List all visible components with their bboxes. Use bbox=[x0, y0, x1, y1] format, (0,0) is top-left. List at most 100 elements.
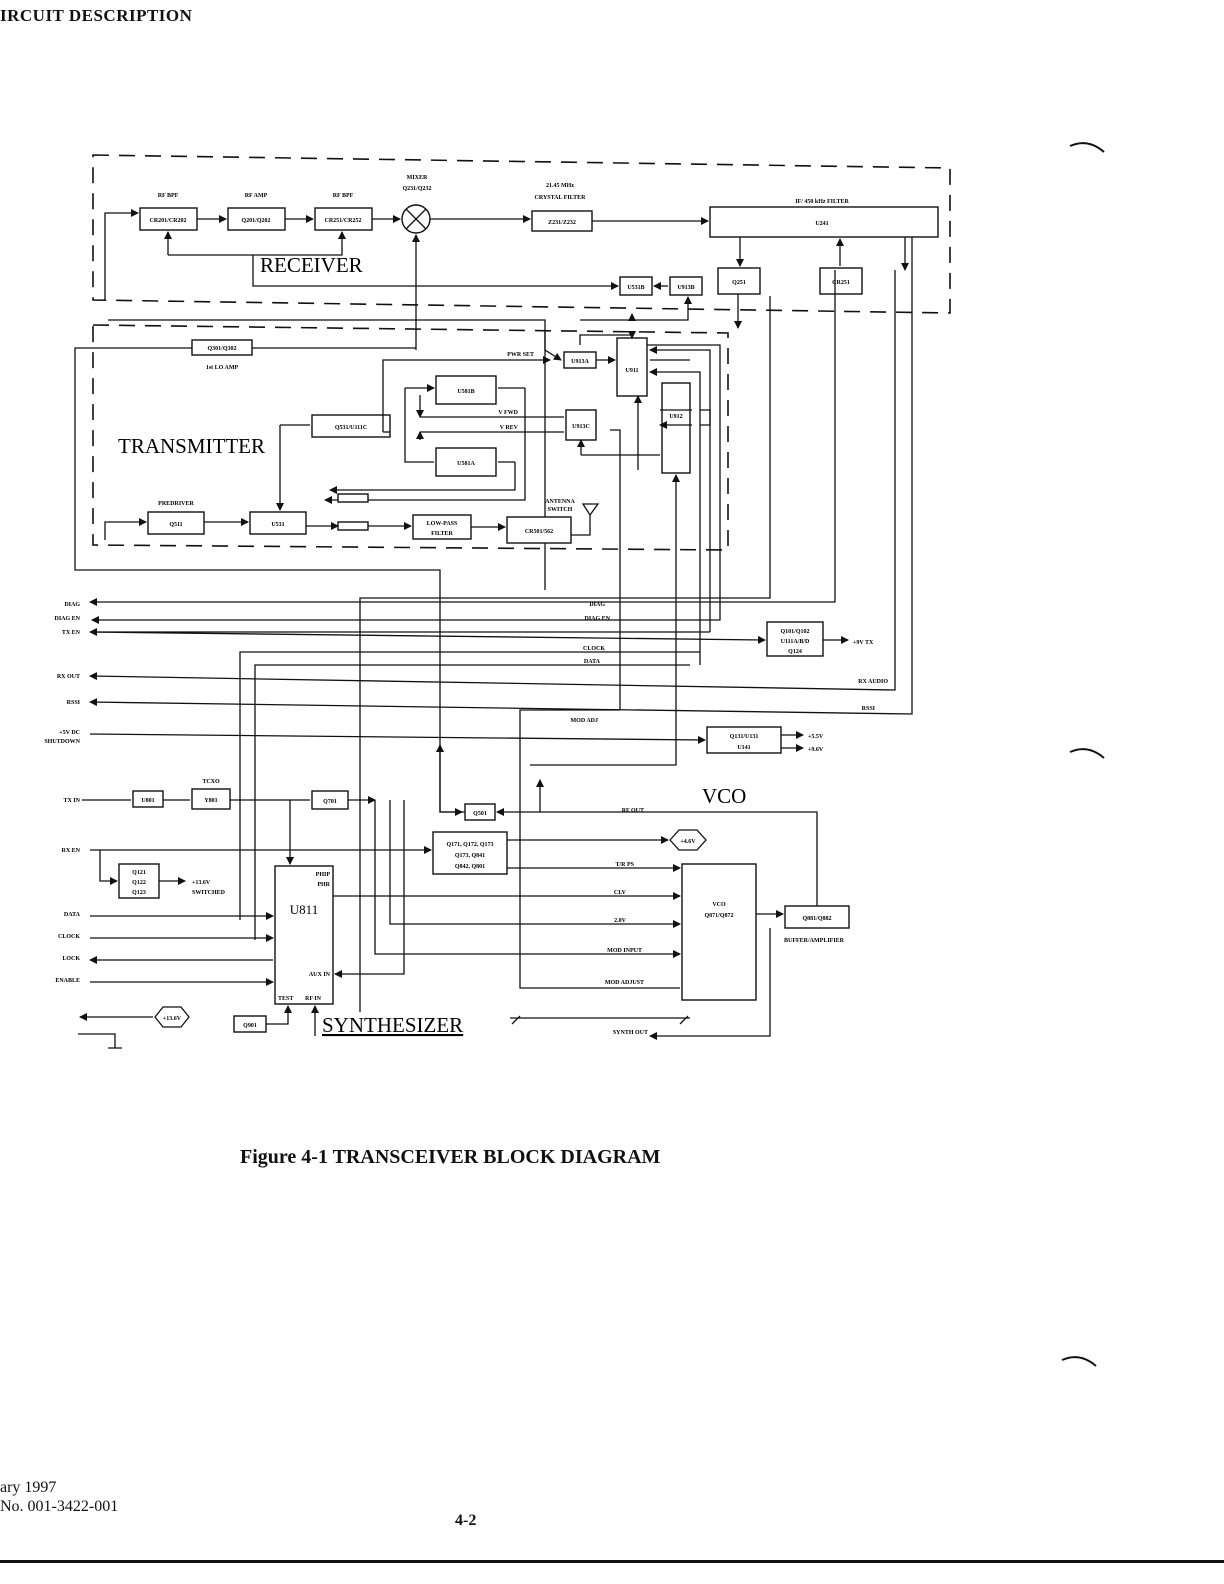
tr-ps-label: T/R PS bbox=[615, 862, 634, 868]
q121b-text: Q122 bbox=[132, 880, 146, 886]
cr501-text: CR501/562 bbox=[525, 529, 553, 535]
u913c-text: U913C bbox=[572, 424, 590, 430]
v20-label: 2.0V bbox=[614, 918, 627, 924]
synthesizer-title: SYNTHESIZER bbox=[322, 1013, 463, 1037]
u913b-text: U913B bbox=[677, 285, 694, 291]
synth-out-label: SYNTH OUT bbox=[613, 1030, 648, 1036]
v-rev-label: V REV bbox=[500, 425, 519, 431]
cr501-block bbox=[506, 516, 572, 544]
footer-rule bbox=[0, 1560, 1224, 1563]
u912-text: U912 bbox=[669, 414, 682, 420]
rf-bpf1-label: RF BPF bbox=[158, 193, 179, 199]
receiver-title: RECEIVER bbox=[260, 253, 363, 277]
q101-block bbox=[766, 621, 824, 657]
u581a-block bbox=[435, 447, 497, 477]
q701-text: Q701 bbox=[323, 799, 337, 805]
io-rx-out: RX OUT bbox=[57, 674, 80, 680]
q501-text: Q501 bbox=[473, 811, 487, 817]
page-number: 4-2 bbox=[455, 1512, 477, 1529]
margin-mark bbox=[1069, 748, 1105, 759]
predriver-label: PREDRIVER bbox=[158, 501, 194, 507]
u531b-text: U531B bbox=[627, 285, 644, 291]
q531-block bbox=[311, 414, 391, 438]
u241-block bbox=[709, 206, 939, 238]
io-enable: ENABLE bbox=[55, 978, 80, 984]
q531-text: Q531/U111C bbox=[335, 425, 367, 431]
cr251a-text: CR251/CR252 bbox=[325, 218, 362, 224]
u913a-text: U913A bbox=[571, 359, 589, 365]
io-data: DATA bbox=[64, 912, 81, 918]
test-label: TEST bbox=[278, 996, 293, 1002]
u811-text: U811 bbox=[290, 902, 318, 917]
v13-supply-symbol bbox=[154, 1006, 190, 1028]
footer-date: ary 1997 bbox=[0, 1479, 57, 1496]
q301-text: Q301/Q302 bbox=[207, 346, 236, 352]
u811-block bbox=[274, 865, 334, 1005]
io-diag-en: DIAG EN bbox=[54, 616, 80, 622]
q131-block bbox=[706, 726, 782, 754]
q251-block bbox=[717, 267, 761, 295]
cr251-block bbox=[819, 267, 863, 295]
vco-box-label: VCO bbox=[712, 902, 726, 908]
antenna-label: ANTENNA bbox=[545, 499, 575, 505]
low-pass-block bbox=[412, 514, 472, 540]
footer-left: ary 1997 No. 001-3422-001 bbox=[0, 1478, 118, 1516]
q171-block bbox=[432, 831, 508, 875]
diag-signal-label: DIAG bbox=[589, 602, 605, 608]
mod-input-label: MOD INPUT bbox=[607, 948, 642, 954]
u801-text: U801 bbox=[141, 798, 154, 804]
q201-text: Q201/Q202 bbox=[241, 218, 270, 224]
q511-block bbox=[147, 511, 205, 535]
low-pass-filter-label: FILTER bbox=[431, 531, 453, 537]
q131b-text: U141 bbox=[737, 745, 750, 751]
io-clock: CLOCK bbox=[58, 934, 80, 940]
phr-label: PHR bbox=[317, 882, 330, 888]
q121c-text: Q123 bbox=[132, 890, 146, 896]
mod-adjust-label: MOD ADJUST bbox=[605, 980, 644, 986]
io-shutdown: SHUTDOWN bbox=[44, 739, 80, 745]
q121a-text: Q121 bbox=[132, 870, 146, 876]
diag-en-signal-label: DIAG EN bbox=[584, 616, 610, 622]
coupler-upper bbox=[337, 493, 369, 503]
mod-adj-signal-label: MOD ADJ bbox=[571, 718, 599, 724]
clv-label: CLV bbox=[614, 890, 627, 896]
u913b-block bbox=[669, 276, 703, 296]
u241-text: U241 bbox=[815, 221, 828, 227]
u581b-block bbox=[435, 375, 497, 405]
page-header: IRCUIT DESCRIPTION bbox=[0, 6, 193, 25]
v13sw-label: +13.6V bbox=[192, 880, 211, 886]
v13-label: +13.6V bbox=[163, 1016, 182, 1022]
v-fwd-label: V FWD bbox=[498, 410, 518, 416]
transmitter-title: TRANSMITTER bbox=[118, 434, 265, 458]
q101b-text: U111A/B/D bbox=[781, 639, 810, 645]
margin-mark bbox=[1061, 1356, 1097, 1367]
io-5vdc: +5V DC bbox=[59, 730, 80, 736]
footer-doc-no: No. 001-3422-001 bbox=[0, 1498, 119, 1515]
io-tx-in: TX IN bbox=[63, 798, 80, 804]
q881-text: Q881/Q882 bbox=[802, 916, 831, 922]
io-rssi: RSSI bbox=[67, 700, 81, 706]
figure-caption: Figure 4-1 TRANSCEIVER BLOCK DIAGRAM bbox=[240, 1146, 661, 1168]
io-rx-en: RX EN bbox=[61, 848, 80, 854]
rx-audio-signal-label: RX AUDIO bbox=[858, 679, 888, 685]
vco-block bbox=[681, 863, 757, 1001]
phip-label: PHIP bbox=[316, 872, 331, 878]
buffer-amp-label: BUFFER/AMPLIFIER bbox=[784, 938, 845, 944]
rssi-signal-label: RSSI bbox=[862, 706, 876, 712]
u531-text: U531 bbox=[271, 522, 284, 528]
io-diag: DIAG bbox=[64, 602, 80, 608]
antenna-switch-label: SWITCH bbox=[548, 507, 573, 513]
u912-block bbox=[661, 382, 691, 474]
mixer-parts-label: Q231/Q232 bbox=[402, 186, 431, 192]
margin-mark bbox=[1069, 142, 1105, 153]
y801-block bbox=[191, 788, 231, 810]
rf-bpf2-label: RF BPF bbox=[333, 193, 354, 199]
clock-signal-label: CLOCK bbox=[583, 646, 605, 652]
v9tx-label: +9V TX bbox=[853, 640, 874, 646]
aux-in-label: AUX IN bbox=[309, 972, 331, 978]
tcxo-label: TCXO bbox=[202, 779, 220, 785]
u581a-text: U581A bbox=[457, 461, 475, 467]
if-filter-label: IF/ 450 kHz FILTER bbox=[795, 199, 849, 205]
v9-label: +9.6V bbox=[808, 747, 824, 753]
u801-block bbox=[132, 790, 164, 808]
